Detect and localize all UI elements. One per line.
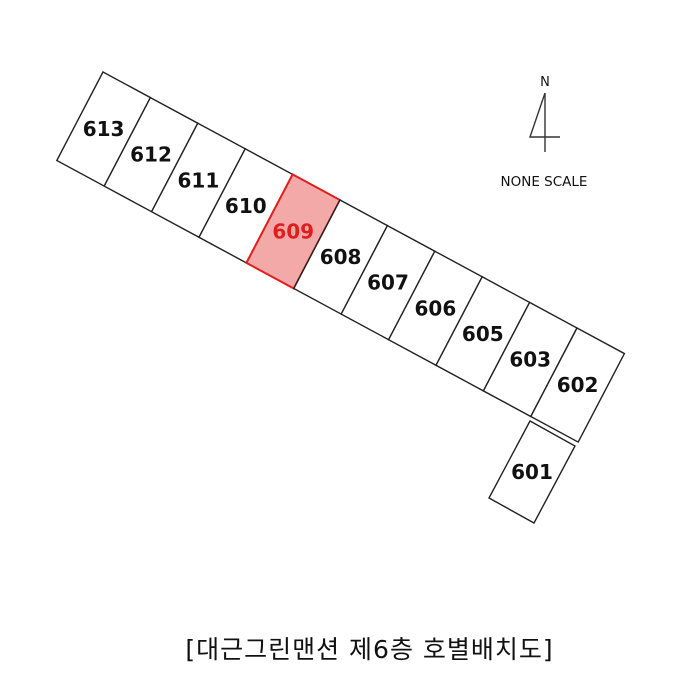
unit-label-612: 612 <box>130 143 172 167</box>
unit-label-609: 609 <box>272 219 314 243</box>
unit-label-608: 608 <box>320 245 362 269</box>
unit-cell-602 <box>529 327 626 444</box>
north-arrow: N <box>529 75 560 152</box>
unit-label-603: 603 <box>509 348 551 372</box>
unit-label-613: 613 <box>83 117 125 141</box>
unit-label-611: 611 <box>178 168 220 192</box>
north-label: N <box>540 75 550 90</box>
unit-label-601: 601 <box>511 460 553 484</box>
unit-label-602: 602 <box>557 373 599 397</box>
north-arrow-head <box>529 92 560 138</box>
unit-cell-601 <box>488 420 576 524</box>
unit-label-607: 607 <box>367 271 409 295</box>
plan-caption: [대근그린맨션 제6층 호별배치도] <box>185 635 554 664</box>
unit-label-610: 610 <box>225 194 267 218</box>
unit-label-606: 606 <box>415 296 457 320</box>
scale-note: NONE SCALE <box>501 174 588 190</box>
unit-label-605: 605 <box>462 322 504 346</box>
